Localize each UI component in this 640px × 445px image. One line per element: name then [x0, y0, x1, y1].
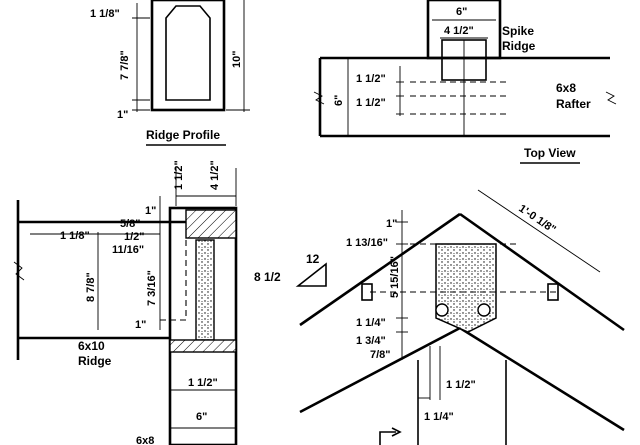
section-dim-base: 6" [196, 411, 207, 423]
base-hatch [169, 339, 237, 353]
elevation-dim-bot2: 1 1/4" [424, 411, 454, 423]
rafter-size-label: 6x8 [556, 81, 576, 95]
spike-cap-hatch [185, 209, 237, 239]
pitch-triangle [295, 262, 327, 287]
rafter-inner-right [459, 326, 625, 432]
top-dim-upper: 1 1/2" [356, 73, 386, 85]
rafter-inner-left [299, 326, 461, 414]
pitch-run: 12 [306, 252, 320, 266]
top-dim-lower: 1 1/2" [356, 97, 386, 109]
stippled-spike [195, 239, 215, 341]
rafter-outer-left [299, 212, 461, 327]
section-dim-top-b: 4 1/2" [209, 160, 221, 190]
ridge-size-label: 6x10 [78, 339, 105, 353]
spike-ridge-label: Ridge [502, 39, 536, 53]
top-view: 6" 4 1/2" 6" 1 1/2" 1 1/2" Spike Ridge 6… [313, 0, 617, 164]
elevation-view: 8 1/2 12 1'-0 1/8" 1" 1 13/16" 5 15/16" … [254, 189, 625, 445]
profile-dim-overall: 10" [231, 51, 243, 68]
ridge-profile-title: Ridge Profile [146, 128, 220, 142]
section-dim-height: 8 7/8" [85, 272, 97, 302]
section-dim-top-a: 1 1/2" [173, 160, 185, 190]
pitch-rise: 8 1/2 [254, 270, 281, 284]
section-dim-left: 1 1/8" [60, 230, 90, 242]
rafter-label: Rafter [556, 97, 591, 111]
profile-dim-bottom: 1" [117, 109, 128, 121]
ridge-profile-outline [150, 0, 226, 112]
section-cut-arrow [379, 427, 402, 445]
elevation-dim-1: 1" [386, 218, 397, 230]
ridge-section-view: 1 1/2" 4 1/2" 1" 5/8" 1/2" 11/16" 1 1/8"… [13, 160, 238, 445]
ridge-profile-view: 1 1/8" 7 7/8" 1" 10" Ridge Profile [90, 0, 250, 146]
spike-ridge-block-elevation [435, 243, 497, 333]
section-dim-inner: 7 3/16" [146, 270, 158, 306]
bottom-member-label: 6x8 [136, 435, 154, 445]
top-view-title: Top View [524, 146, 576, 160]
elevation-dim-2: 1 13/16" [346, 237, 388, 249]
profile-dim-middle: 7 7/8" [119, 50, 131, 80]
peg-left [435, 303, 449, 317]
section-dim-base-inner: 1 1/2" [188, 377, 218, 389]
section-dim-v1: 1" [145, 205, 156, 217]
section-dim-v3: 1/2" [124, 231, 145, 243]
section-dim-v4: 11/16" [112, 244, 144, 256]
elevation-dim-bot1: 1 1/2" [446, 379, 476, 391]
elevation-dim-4: 1 1/4" [356, 317, 386, 329]
elevation-dim-6: 7/8" [370, 349, 391, 361]
section-dim-bottom: 1" [135, 319, 146, 331]
top-dim-depth: 6" [333, 95, 345, 106]
spike-block-section [168, 206, 238, 445]
elevation-dim-diag: 1'-0 1/8" [516, 203, 558, 236]
section-dim-v2: 5/8" [120, 218, 141, 230]
top-dim-width: 6" [456, 6, 467, 18]
rafter-outer-right [459, 212, 625, 332]
profile-dim-top: 1 1/8" [90, 8, 120, 20]
elevation-dim-5: 1 3/4" [356, 335, 386, 347]
peg-right [477, 303, 491, 317]
elevation-dim-3: 5 15/16" [389, 256, 401, 298]
top-dim-tenon: 4 1/2" [444, 25, 474, 37]
spike-label: Spike [502, 24, 534, 38]
ridge-profile-mortise [165, 5, 211, 101]
ridge-label: Ridge [78, 354, 112, 368]
